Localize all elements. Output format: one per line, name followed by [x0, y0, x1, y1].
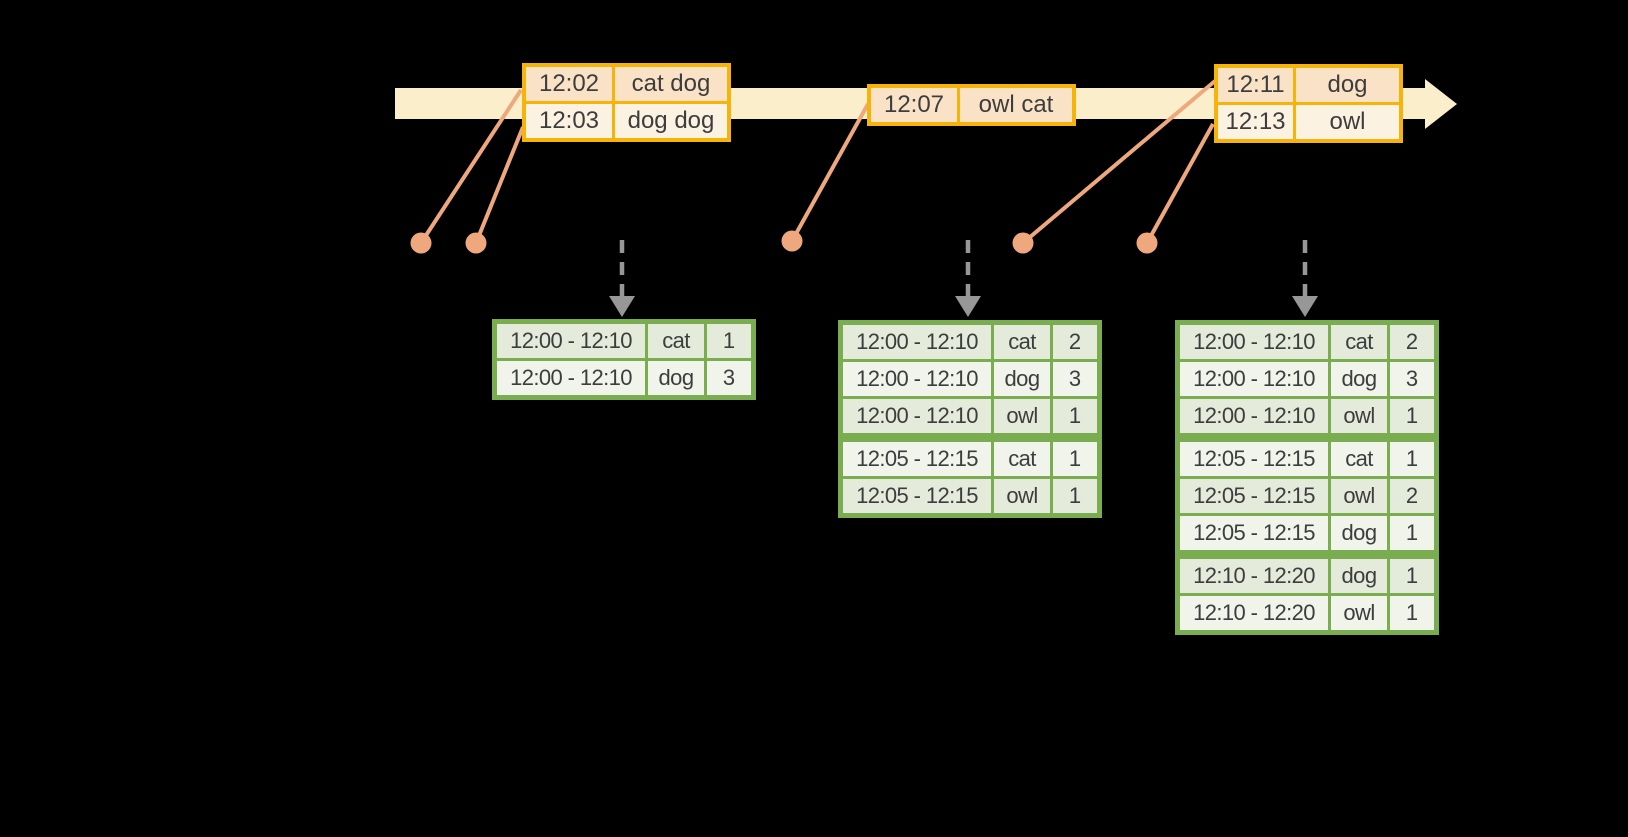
event-words-cell: owl cat — [957, 84, 1076, 126]
result-row: 12:00 - 12:10 dog 3 — [839, 359, 1101, 399]
trigger-arrowhead-icon-1 — [609, 296, 635, 317]
result-word-cell: dog — [991, 359, 1053, 399]
event-words-cell: owl — [1293, 102, 1403, 143]
event-dot-4 — [1012, 232, 1034, 254]
result-count-cell: 1 — [1387, 593, 1438, 634]
result-row: 12:10 - 12:20 dog 1 — [1176, 550, 1438, 596]
result-word-cell: owl — [1328, 476, 1390, 516]
result-word-cell: dog — [1328, 359, 1390, 399]
result-row: 12:00 - 12:10 owl 1 — [1176, 396, 1438, 439]
result-word-cell: cat — [1328, 433, 1390, 479]
result-row: 12:00 - 12:10 cat 2 — [839, 321, 1101, 362]
result-word-cell: cat — [991, 433, 1053, 479]
result-word-cell: cat — [645, 320, 707, 361]
event-row: 12:07 owl cat — [867, 84, 1076, 126]
result-window-cell: 12:00 - 12:10 — [839, 321, 994, 362]
result-word-cell: owl — [1328, 593, 1390, 634]
result-window-cell: 12:00 - 12:10 — [493, 358, 648, 399]
connector-line-12-03 — [474, 126, 525, 244]
result-window-cell: 12:00 - 12:10 — [1176, 396, 1331, 439]
result-word-cell: owl — [991, 476, 1053, 517]
result-count-cell: 1 — [704, 320, 755, 361]
result-count-cell: 2 — [1387, 321, 1438, 362]
event-row: 12:02 cat dog — [522, 63, 731, 104]
result-row: 12:05 - 12:15 cat 1 — [1176, 433, 1438, 479]
trigger-arrows — [609, 240, 1318, 317]
result-count-cell: 1 — [1387, 513, 1438, 556]
connector-line-12-02 — [419, 88, 523, 245]
result-window-cell: 12:00 - 12:10 — [493, 320, 648, 361]
result-window-cell: 12:10 - 12:20 — [1176, 593, 1331, 634]
event-dot-3 — [781, 230, 803, 252]
result-row: 12:05 - 12:15 dog 1 — [1176, 513, 1438, 556]
result-table-2: 12:00 - 12:10 cat 2 12:00 - 12:10 dog 3 … — [838, 320, 1102, 518]
result-row: 12:00 - 12:10 cat 2 — [1176, 321, 1438, 362]
result-row: 12:00 - 12:10 dog 3 — [1176, 359, 1438, 399]
result-window-cell: 12:05 - 12:15 — [1176, 433, 1331, 479]
result-table-1: 12:00 - 12:10 cat 1 12:00 - 12:10 dog 3 — [492, 319, 756, 400]
result-table-3: 12:00 - 12:10 cat 2 12:00 - 12:10 dog 3 … — [1175, 320, 1439, 635]
result-window-cell: 12:05 - 12:15 — [839, 433, 994, 479]
result-word-cell: cat — [1328, 321, 1390, 362]
connector-line-12-07 — [790, 103, 870, 242]
trigger-arrowhead-icon-3 — [1292, 296, 1318, 317]
result-window-cell: 12:00 - 12:10 — [1176, 359, 1331, 399]
connector-line-12-11 — [1021, 79, 1217, 245]
event-row: 12:13 owl — [1214, 102, 1403, 143]
result-row: 12:00 - 12:10 dog 3 — [493, 358, 755, 399]
result-window-cell: 12:00 - 12:10 — [839, 359, 994, 399]
result-count-cell: 2 — [1050, 321, 1101, 362]
result-count-cell: 2 — [1387, 476, 1438, 516]
result-row: 12:00 - 12:10 cat 1 — [493, 320, 755, 361]
event-dot-5 — [1136, 232, 1158, 254]
result-word-cell: owl — [1328, 396, 1390, 439]
result-window-cell: 12:05 - 12:15 — [839, 476, 994, 517]
result-count-cell: 1 — [1050, 396, 1101, 439]
event-dot-2 — [465, 232, 487, 254]
result-count-cell: 3 — [1050, 359, 1101, 399]
result-window-cell: 12:05 - 12:15 — [1176, 513, 1331, 556]
result-window-cell: 12:00 - 12:10 — [1176, 321, 1331, 362]
result-count-cell: 1 — [1387, 550, 1438, 596]
connector-line-12-13 — [1145, 123, 1215, 244]
result-word-cell: cat — [991, 321, 1053, 362]
event-connector-lines — [419, 79, 1217, 245]
event-time-cell: 12:13 — [1214, 102, 1296, 143]
timeline-arrowhead-icon — [1425, 79, 1457, 129]
result-word-cell: dog — [1328, 550, 1390, 596]
result-count-cell: 1 — [1387, 396, 1438, 439]
result-row: 12:05 - 12:15 owl 2 — [1176, 476, 1438, 516]
result-count-cell: 3 — [1387, 359, 1438, 399]
event-row: 12:03 dog dog — [522, 101, 731, 142]
event-words-cell: cat dog — [612, 63, 731, 104]
result-count-cell: 1 — [1050, 476, 1101, 517]
trigger-arrowhead-icon-2 — [955, 296, 981, 317]
result-word-cell: owl — [991, 396, 1053, 439]
event-dots — [410, 230, 1158, 254]
result-row: 12:10 - 12:20 owl 1 — [1176, 593, 1438, 634]
result-row: 12:05 - 12:15 cat 1 — [839, 433, 1101, 479]
event-batch-table-3: 12:11 dog 12:13 owl — [1214, 64, 1403, 143]
result-window-cell: 12:05 - 12:15 — [1176, 476, 1331, 516]
event-words-cell: dog — [1293, 64, 1403, 105]
result-count-cell: 1 — [1387, 433, 1438, 479]
result-word-cell: dog — [645, 358, 707, 399]
event-time-cell: 12:02 — [522, 63, 615, 104]
result-window-cell: 12:00 - 12:10 — [839, 396, 994, 439]
result-word-cell: dog — [1328, 513, 1390, 556]
result-count-cell: 3 — [704, 358, 755, 399]
event-row: 12:11 dog — [1214, 64, 1403, 105]
event-batch-table-1: 12:02 cat dog 12:03 dog dog — [522, 63, 731, 142]
event-time-cell: 12:03 — [522, 101, 615, 142]
event-dot-1 — [410, 232, 432, 254]
event-words-cell: dog dog — [612, 101, 731, 142]
result-count-cell: 1 — [1050, 433, 1101, 479]
event-batch-table-2: 12:07 owl cat — [867, 84, 1076, 126]
result-window-cell: 12:10 - 12:20 — [1176, 550, 1331, 596]
event-time-cell: 12:11 — [1214, 64, 1296, 105]
result-row: 12:05 - 12:15 owl 1 — [839, 476, 1101, 517]
result-row: 12:00 - 12:10 owl 1 — [839, 396, 1101, 439]
event-time-cell: 12:07 — [867, 84, 960, 126]
